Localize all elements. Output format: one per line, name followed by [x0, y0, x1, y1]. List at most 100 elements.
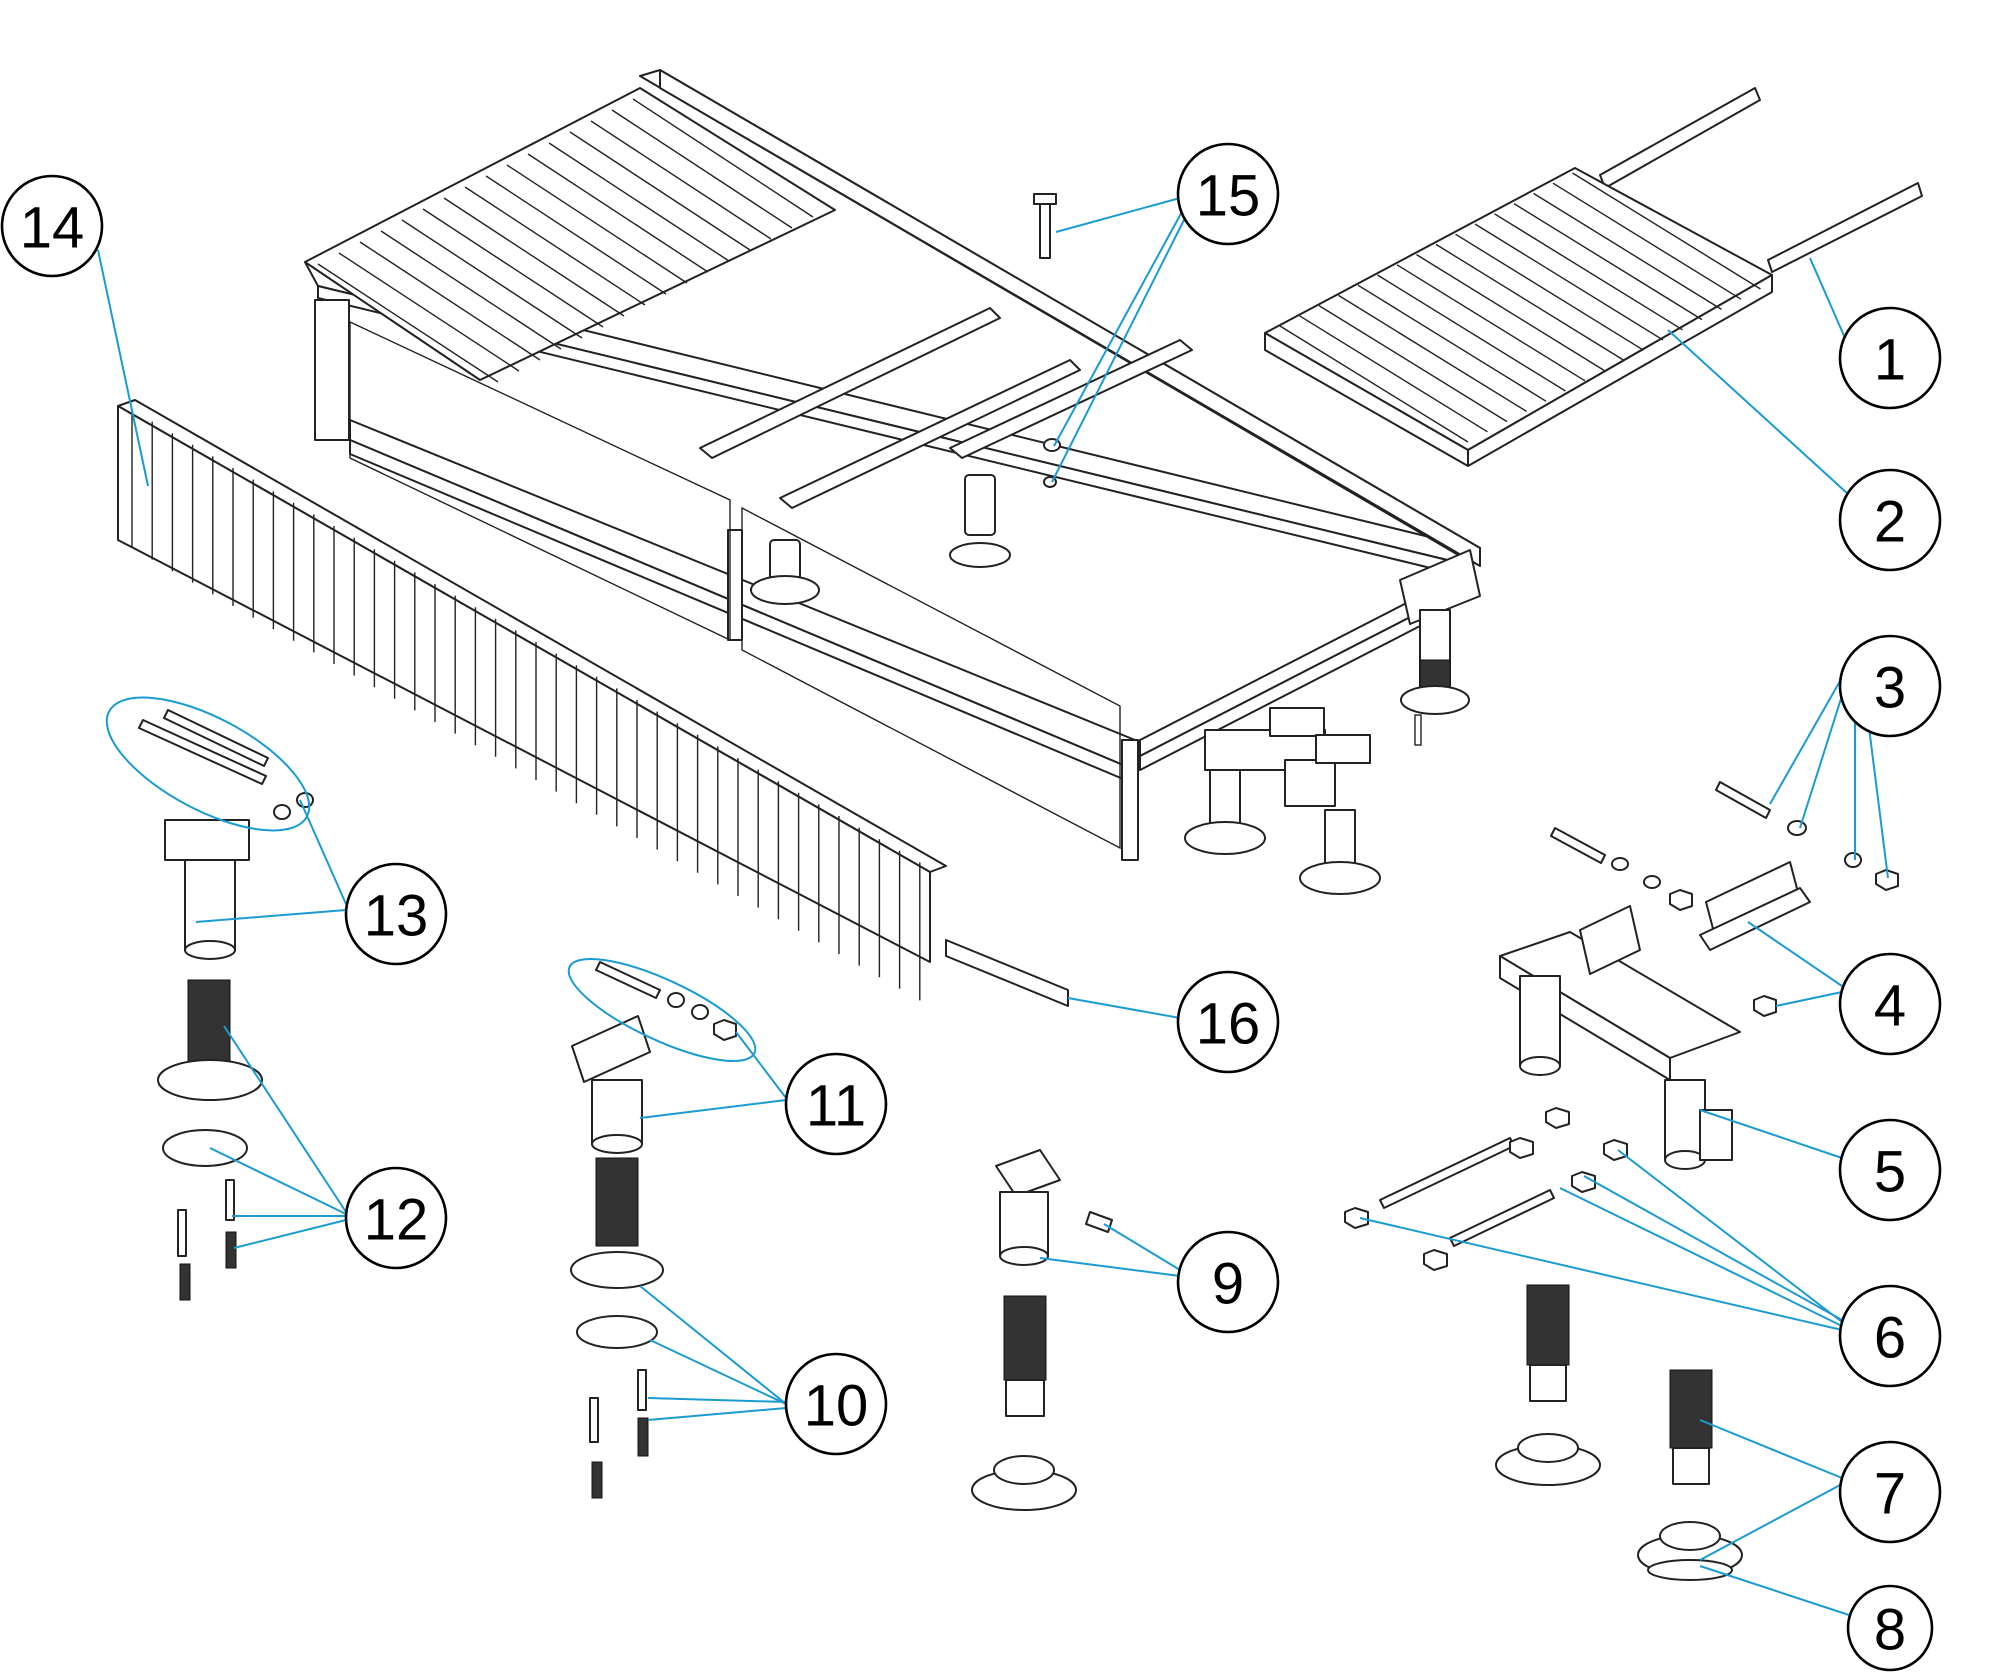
- part-4-brackets: [1699, 861, 1811, 1017]
- grating-slat: [1396, 264, 1586, 382]
- callout-8: 8: [1846, 1584, 1934, 1672]
- deck-slat: [380, 230, 562, 350]
- callout-6: 6: [1838, 1284, 1942, 1388]
- grating-slat: [1279, 325, 1469, 443]
- group-ring-11: [567, 958, 757, 1062]
- part-3-hardware: [1550, 781, 1899, 911]
- callout-15: 15: [1176, 142, 1280, 246]
- deck-slat: [485, 175, 667, 295]
- grating-slat: [1513, 203, 1703, 321]
- leader-line: [647, 1397, 787, 1403]
- deck-slat: [548, 142, 730, 262]
- callout-2-label: 2: [1874, 490, 1906, 555]
- leader-line: [735, 1031, 787, 1099]
- deck-slat: [317, 263, 499, 383]
- leader-line: [209, 1147, 347, 1215]
- leader-line: [1559, 1187, 1843, 1327]
- leader-line: [1699, 1483, 1843, 1561]
- leader-line: [1769, 659, 1853, 805]
- callout-12-label: 12: [364, 1188, 429, 1253]
- leader-line: [639, 1099, 787, 1119]
- leader-line: [1039, 1257, 1181, 1277]
- leader-line: [1359, 1217, 1843, 1331]
- deck-slat: [359, 241, 541, 361]
- part-9-leg: [971, 1149, 1113, 1511]
- grating-slat: [1318, 305, 1508, 423]
- leader-line: [97, 249, 149, 487]
- callout-1: 1: [1838, 306, 1942, 410]
- deck-slat: [527, 153, 709, 273]
- callout-4: 4: [1838, 952, 1942, 1056]
- callout-5: 5: [1838, 1118, 1942, 1222]
- callout-11: 11: [784, 1052, 888, 1156]
- callout-5-label: 5: [1874, 1140, 1906, 1205]
- grating-slat: [1435, 243, 1625, 361]
- part-5-leg-frame: [1499, 905, 1741, 1170]
- deck-slat: [443, 197, 625, 317]
- callout-10-label: 10: [804, 1374, 869, 1439]
- part-6-bolts: [1344, 1107, 1628, 1271]
- leader-line: [1583, 1175, 1843, 1321]
- deck-slat: [422, 208, 604, 328]
- leader-line: [1055, 197, 1181, 233]
- leader-lines: [97, 197, 1889, 1617]
- grating-slat: [1416, 254, 1605, 372]
- callout-11-label: 11: [806, 1074, 866, 1139]
- callout-9: 9: [1176, 1230, 1280, 1334]
- grating-slat: [1377, 274, 1566, 392]
- grating-slat: [1533, 192, 1722, 310]
- part-10-11-leg: [570, 961, 737, 1499]
- leader-line: [649, 1339, 787, 1405]
- callout-3: 3: [1838, 634, 1942, 738]
- callout-bubbles: 1 2 3 4 5 6 7 8 9 10 11 12 13 14 15 16: [0, 142, 1942, 1672]
- leader-line: [639, 1285, 787, 1405]
- callout-9-label: 9: [1212, 1252, 1244, 1317]
- deck-slat: [464, 186, 646, 306]
- deck-slat: [569, 131, 751, 251]
- leader-line: [1103, 1223, 1181, 1271]
- grating-slat: [1552, 182, 1742, 300]
- callout-8-label: 8: [1874, 1598, 1906, 1663]
- callout-4-label: 4: [1874, 974, 1906, 1039]
- deck-slat: [611, 109, 793, 229]
- callout-14-label: 14: [20, 196, 85, 261]
- leader-line: [1067, 997, 1181, 1019]
- leader-line: [1699, 1565, 1853, 1617]
- deck-slat: [590, 120, 772, 240]
- callout-13: 13: [344, 862, 448, 966]
- callout-3-label: 3: [1874, 656, 1906, 721]
- leader-line: [1809, 257, 1846, 339]
- callout-1-label: 1: [1874, 328, 1906, 393]
- leader-line: [1667, 329, 1849, 495]
- main-frame-assembly: [304, 69, 1481, 895]
- callout-12: 12: [344, 1166, 448, 1270]
- leader-line: [1699, 1419, 1843, 1479]
- callout-10: 10: [784, 1352, 888, 1456]
- leader-line: [1699, 1109, 1843, 1159]
- leader-line: [195, 909, 347, 923]
- part-1-rails-and-2-grating: [1264, 87, 1923, 467]
- leader-line: [299, 799, 347, 905]
- deck-slat: [338, 252, 520, 372]
- part-7-8-adjustable-feet: [1495, 1284, 1743, 1581]
- grating-slat: [1494, 213, 1683, 331]
- callout-16: 16: [1176, 970, 1280, 1074]
- callout-6-label: 6: [1874, 1306, 1906, 1371]
- deck-slat: [632, 98, 814, 218]
- leader-line: [1051, 211, 1189, 483]
- grating-slat: [1357, 284, 1547, 402]
- leader-line: [233, 1219, 347, 1249]
- grating-slat: [1338, 294, 1527, 412]
- deck-slat: [506, 164, 688, 284]
- front-leg-pair: [1184, 707, 1381, 895]
- leader-line: [1617, 1149, 1843, 1323]
- callout-7-label: 7: [1874, 1462, 1906, 1527]
- callout-7: 7: [1838, 1440, 1942, 1544]
- part-12-13-leg: [138, 709, 314, 1301]
- part-14-long-grating: [117, 399, 947, 1001]
- grating-slat: [1299, 315, 1488, 433]
- deck-slat: [401, 219, 583, 339]
- callout-14: 14: [0, 174, 104, 278]
- leader-line: [1775, 991, 1843, 1007]
